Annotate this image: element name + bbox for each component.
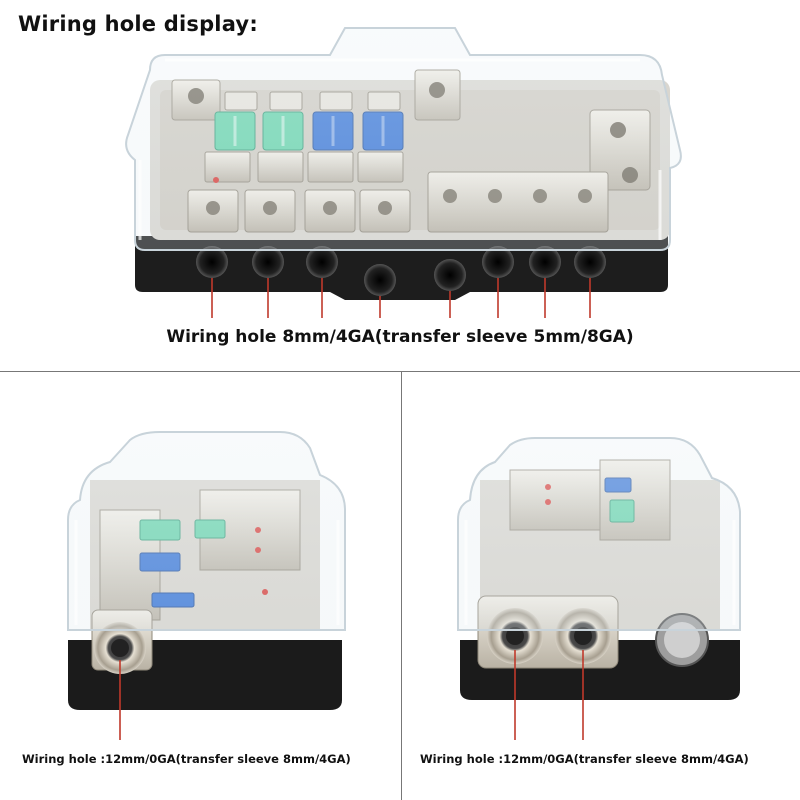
leader-lines-top [211, 278, 591, 318]
page-title: Wiring hole display: [18, 12, 258, 36]
vertical-divider [401, 372, 402, 800]
leader-lines-right [514, 650, 584, 740]
fuse-box-side-view-right [457, 437, 741, 740]
top-wiring-caption: Wiring hole 8mm/4GA(transfer sleeve 5mm/… [166, 327, 634, 347]
wiring-holes-8mm [196, 246, 606, 296]
horizontal-divider [0, 371, 800, 372]
bottom-left-caption: Wiring hole :12mm/0GA(transfer sleeve 8m… [22, 752, 351, 766]
fuse-box-top-view [125, 27, 682, 318]
fuse-box-side-view-left [67, 431, 346, 740]
bottom-right-caption: Wiring hole :12mm/0GA(transfer sleeve 8m… [420, 752, 749, 766]
